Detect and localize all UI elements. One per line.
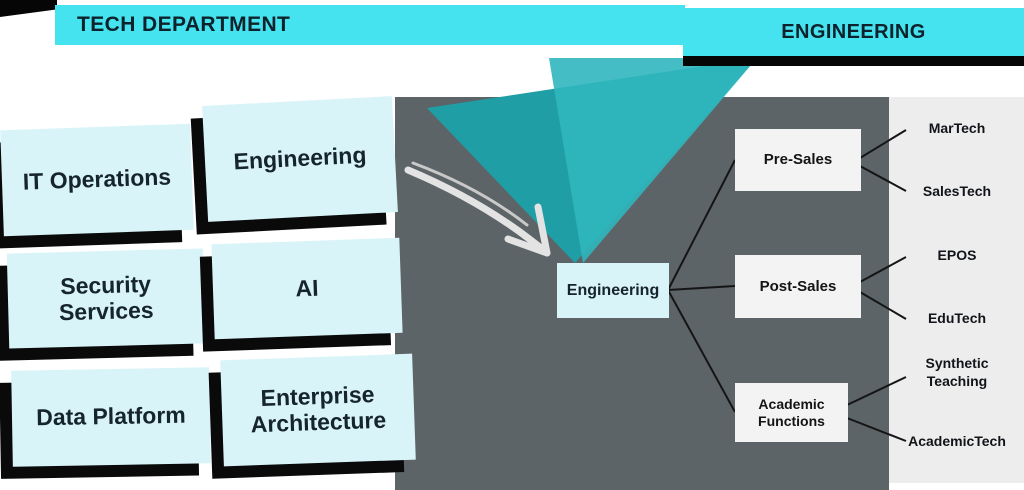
header-engineering-title: ENGINEERING (781, 20, 926, 43)
leaf-synthetic-teaching: Synthetic Teaching (925, 355, 989, 389)
node-pre-sales-label: Pre-Sales (763, 151, 833, 168)
dept-box-engineering: Engineering (202, 96, 398, 222)
dept-box-ai: AI (211, 237, 403, 340)
node-academic-functions: Academic Functions (735, 383, 848, 442)
node-engineering-root: Engineering (557, 263, 669, 318)
dept-label-data-platform: Data Platform (35, 401, 186, 431)
header-tech-department-title: TECH DEPARTMENT (77, 13, 291, 36)
dept-box-it-operations: IT Operations (0, 123, 194, 237)
node-academic-functions-label: Academic Functions (758, 395, 825, 429)
dept-box-security-services: Security Services (6, 248, 206, 349)
leaf-epos: EPOS (937, 247, 977, 263)
dept-label-security-services: Security Services (58, 270, 154, 325)
dept-label-engineering: Engineering (232, 141, 367, 175)
leaf-academictech: AcademicTech (908, 433, 1006, 449)
dept-box-data-platform: Data Platform (11, 367, 211, 467)
corner-black-accent (0, 0, 57, 17)
leaf-edutech: EduTech (927, 310, 987, 326)
node-pre-sales: Pre-Sales (735, 129, 861, 191)
leaf-martech: MarTech (928, 120, 986, 136)
dept-box-enterprise-architecture: Enterprise Architecture (220, 353, 416, 467)
teams-panel (889, 97, 1024, 483)
header-engineering: ENGINEERING (683, 8, 1024, 56)
header-tech-department: TECH DEPARTMENT (55, 5, 685, 45)
node-engineering-root-label: Engineering (566, 281, 660, 299)
dept-label-enterprise-architecture: Enterprise Architecture (250, 381, 387, 438)
header-engineering-shadow (683, 54, 1024, 66)
leaf-salestech: SalesTech (922, 183, 992, 199)
dept-label-it-operations: IT Operations (22, 163, 172, 195)
node-post-sales-label: Post-Sales (759, 277, 837, 295)
node-post-sales: Post-Sales (735, 255, 861, 318)
dept-label-ai: AI (295, 274, 319, 302)
